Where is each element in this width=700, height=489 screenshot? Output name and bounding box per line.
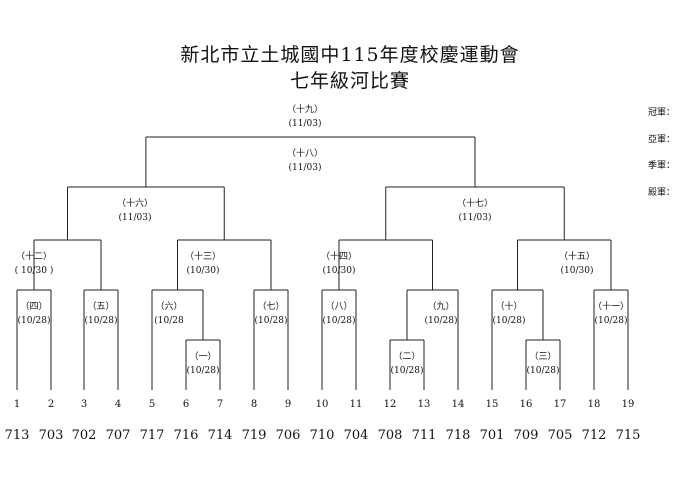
match-label: （十八）	[287, 147, 323, 159]
seed-number: 6	[183, 399, 189, 410]
team-name: 701	[480, 428, 505, 443]
match-date: (10/28)	[425, 315, 458, 326]
match-date: (10/28)	[85, 315, 118, 326]
seed-number: 9	[285, 399, 291, 410]
seed-number: 5	[149, 399, 155, 410]
match-date: (10/28)	[493, 315, 526, 326]
match-date: (10/28)	[595, 315, 628, 326]
team-name: 711	[412, 428, 437, 443]
match-date: (10/30)	[561, 265, 594, 276]
match-label: （九）	[427, 301, 454, 312]
page-title: 新北市立土城國中115年度校慶運動會	[180, 44, 520, 66]
match-label: （七）	[257, 301, 284, 312]
match-label: （五）	[87, 301, 114, 312]
match-label: （六）	[155, 300, 182, 312]
seed-number: 11	[350, 399, 363, 410]
team-name: 717	[140, 428, 165, 443]
seed-number: 18	[588, 399, 601, 410]
match-date: ( 10/30 )	[15, 265, 54, 276]
match-date: (10/28)	[255, 315, 288, 326]
seed-number: 14	[452, 399, 465, 410]
team-name: 714	[208, 428, 233, 443]
awards-list: 冠軍： 亞軍： 季軍： 殿軍：	[648, 100, 700, 206]
seed-number: 16	[520, 399, 533, 410]
team-name: 710	[310, 428, 335, 443]
match-date: (11/03)	[459, 212, 492, 223]
match-date: (10/28	[154, 315, 184, 326]
seed-number: 4	[115, 399, 121, 410]
match-date: (10/28)	[527, 365, 560, 376]
seed-number: 8	[251, 399, 257, 410]
match-label: （八）	[325, 301, 352, 312]
award-champion: 冠軍：	[648, 108, 676, 118]
match-date: (10/28)	[391, 365, 424, 376]
match-date: (10/28)	[187, 365, 220, 376]
match-label: （十一）	[593, 300, 629, 312]
match-label: （十三）	[185, 250, 221, 262]
match-date: (11/03)	[289, 162, 322, 173]
match-date: (10/30)	[187, 265, 220, 276]
match-label: （四）	[20, 301, 47, 312]
seed-number: 7	[217, 399, 223, 410]
seed-number: 12	[384, 399, 397, 410]
page-subtitle: 七年級河比賽	[289, 70, 410, 92]
match-label: （十二）	[16, 250, 52, 262]
seed-number: 1	[14, 399, 20, 410]
seed-number: 10	[316, 399, 329, 410]
team-name: 719	[242, 428, 267, 443]
match-label: （十四）	[321, 250, 357, 262]
match-label: （十六）	[117, 197, 153, 209]
match-label: （十七）	[457, 197, 493, 209]
award-fourth: 殿軍：	[648, 187, 676, 198]
match-label: （十九）	[287, 103, 323, 115]
match-date: (11/03)	[119, 212, 152, 223]
team-name: 718	[446, 428, 471, 443]
match-label: （三）	[529, 351, 556, 362]
match-date: (10/30)	[323, 265, 356, 276]
team-name: 705	[548, 428, 573, 443]
team-name: 707	[106, 428, 131, 443]
team-name: 716	[174, 428, 199, 443]
seed-number: 19	[622, 399, 635, 410]
match-date: (10/28)	[18, 315, 51, 326]
seed-number: 17	[554, 399, 567, 410]
match-date: (10/28)	[323, 315, 356, 326]
match-date: (11/03)	[289, 118, 322, 129]
team-name: 706	[276, 428, 301, 443]
award-runner-up: 亞軍：	[648, 134, 676, 145]
award-third: 季軍：	[648, 161, 676, 171]
team-name: 702	[72, 428, 97, 443]
match-label: （一）	[189, 351, 216, 362]
match-label: （十五）	[559, 250, 595, 262]
match-label: （十）	[495, 300, 522, 312]
team-name: 715	[616, 428, 641, 443]
seed-number: 15	[486, 399, 499, 410]
team-name: 704	[344, 428, 369, 443]
seed-number: 3	[81, 399, 87, 410]
team-name: 713	[5, 428, 30, 443]
team-name: 708	[378, 428, 403, 443]
team-name: 712	[582, 428, 607, 443]
seed-number: 13	[418, 399, 431, 410]
team-name: 703	[39, 428, 64, 443]
seed-number: 2	[48, 399, 54, 410]
match-label: （二）	[393, 351, 420, 362]
team-name: 709	[514, 428, 539, 443]
